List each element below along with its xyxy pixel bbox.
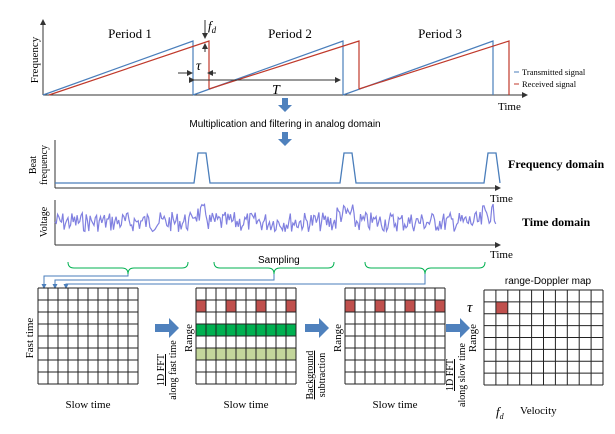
grid3-xlabel: Slow time xyxy=(373,399,418,411)
down-arrow-1 xyxy=(278,98,292,112)
beat-signal xyxy=(55,152,501,184)
grid2-ylabel: Range xyxy=(183,324,195,352)
transmitted-chirp xyxy=(42,40,194,96)
right-arrow-icon xyxy=(155,318,179,338)
brace-1 xyxy=(67,261,189,275)
multiplication-label: Multiplication and filtering in analog d… xyxy=(189,119,380,130)
matrix-3 xyxy=(344,287,446,385)
received-chirp xyxy=(208,40,360,90)
grid4-tau-label: τ xyxy=(467,300,473,316)
target-cell xyxy=(256,300,266,312)
sample-arrow-3 xyxy=(63,274,426,289)
target-cell xyxy=(196,300,206,312)
target-cell xyxy=(375,300,385,312)
voltage-ylabel: Voltage xyxy=(39,206,50,237)
matrix-4 xyxy=(483,289,604,386)
grid4-xlabel: Velocity xyxy=(520,405,557,417)
tau-label: τ xyxy=(196,59,202,74)
process-arrow-fft-fast: 1D FFT along fast time xyxy=(155,318,179,400)
target-cell xyxy=(226,300,236,312)
time-domain-title: Time domain xyxy=(522,215,590,229)
y-axis-label: Frequency xyxy=(29,36,41,83)
period-2-label: Period 2 xyxy=(268,26,312,41)
target-cell xyxy=(435,300,445,312)
voltage-xlabel: Time xyxy=(490,249,513,261)
target-cell xyxy=(405,300,415,312)
process-arrow-background: Background subtraction xyxy=(305,318,329,399)
process-arrow-fft-slow: 1D FFT along slow time xyxy=(445,318,470,407)
received-chirp xyxy=(358,40,510,95)
received-chirp xyxy=(48,40,210,96)
arrow3-top-label: 1D FFT xyxy=(445,359,456,391)
beat-ylabel-1: Beat xyxy=(28,156,39,175)
arrow2-bottom-label: subtraction xyxy=(317,353,328,397)
arrow1-top-label: 1D FFT xyxy=(156,354,167,386)
sample-arrow-2 xyxy=(52,274,275,289)
chirp-plot: Frequency Time Period 1 Period 2 Period … xyxy=(29,18,586,113)
matrix-2 xyxy=(195,287,297,385)
grid1-ylabel: Fast time xyxy=(24,318,36,359)
voltage-signal xyxy=(54,203,497,234)
grid3-ylabel: Range xyxy=(332,324,344,352)
sampling-braces: Sampling xyxy=(41,255,486,289)
beat-ylabel-2: frequency xyxy=(39,145,50,185)
transmitted-chirp xyxy=(342,40,494,96)
grid2-xlabel: Slow time xyxy=(224,399,269,411)
sample-arrow-1 xyxy=(41,274,129,289)
sampling-label: Sampling xyxy=(258,255,300,266)
legend-transmitted-label: Transmitted signal xyxy=(522,67,586,77)
down-arrow-2 xyxy=(278,132,292,146)
target-cell xyxy=(345,300,355,312)
period-T-label: T xyxy=(272,83,281,98)
beat-xlabel: Time xyxy=(490,193,513,205)
brace-3 xyxy=(364,261,486,275)
arrow3-bottom-label: along slow time xyxy=(457,343,468,407)
beat-frequency-plot: Beat frequency Time Frequency domain xyxy=(28,140,604,205)
grid4-ylabel: Range xyxy=(467,324,479,352)
arrow1-bottom-label: along fast time xyxy=(168,340,179,400)
arrow2-top-label: Background xyxy=(305,351,316,400)
fd-label: fd xyxy=(208,18,217,35)
period-1-label: Period 1 xyxy=(108,26,152,41)
target-cell xyxy=(495,301,508,314)
target-cell xyxy=(286,300,296,312)
period-3-label: Period 3 xyxy=(418,26,462,41)
grid4-fd-label: fd xyxy=(496,404,505,421)
frequency-domain-title: Frequency domain xyxy=(508,157,604,171)
grid4-title: range-Doppler map xyxy=(505,276,592,287)
right-arrow-icon xyxy=(446,318,470,338)
matrices xyxy=(37,287,604,386)
voltage-plot: Voltage Time Time domain xyxy=(39,200,590,261)
x-axis-label: Time xyxy=(498,101,521,113)
right-arrow-icon xyxy=(305,318,329,338)
legend-received-label: Received signal xyxy=(522,79,577,89)
grid1-xlabel: Slow time xyxy=(66,399,111,411)
matrix-1 xyxy=(37,287,139,385)
